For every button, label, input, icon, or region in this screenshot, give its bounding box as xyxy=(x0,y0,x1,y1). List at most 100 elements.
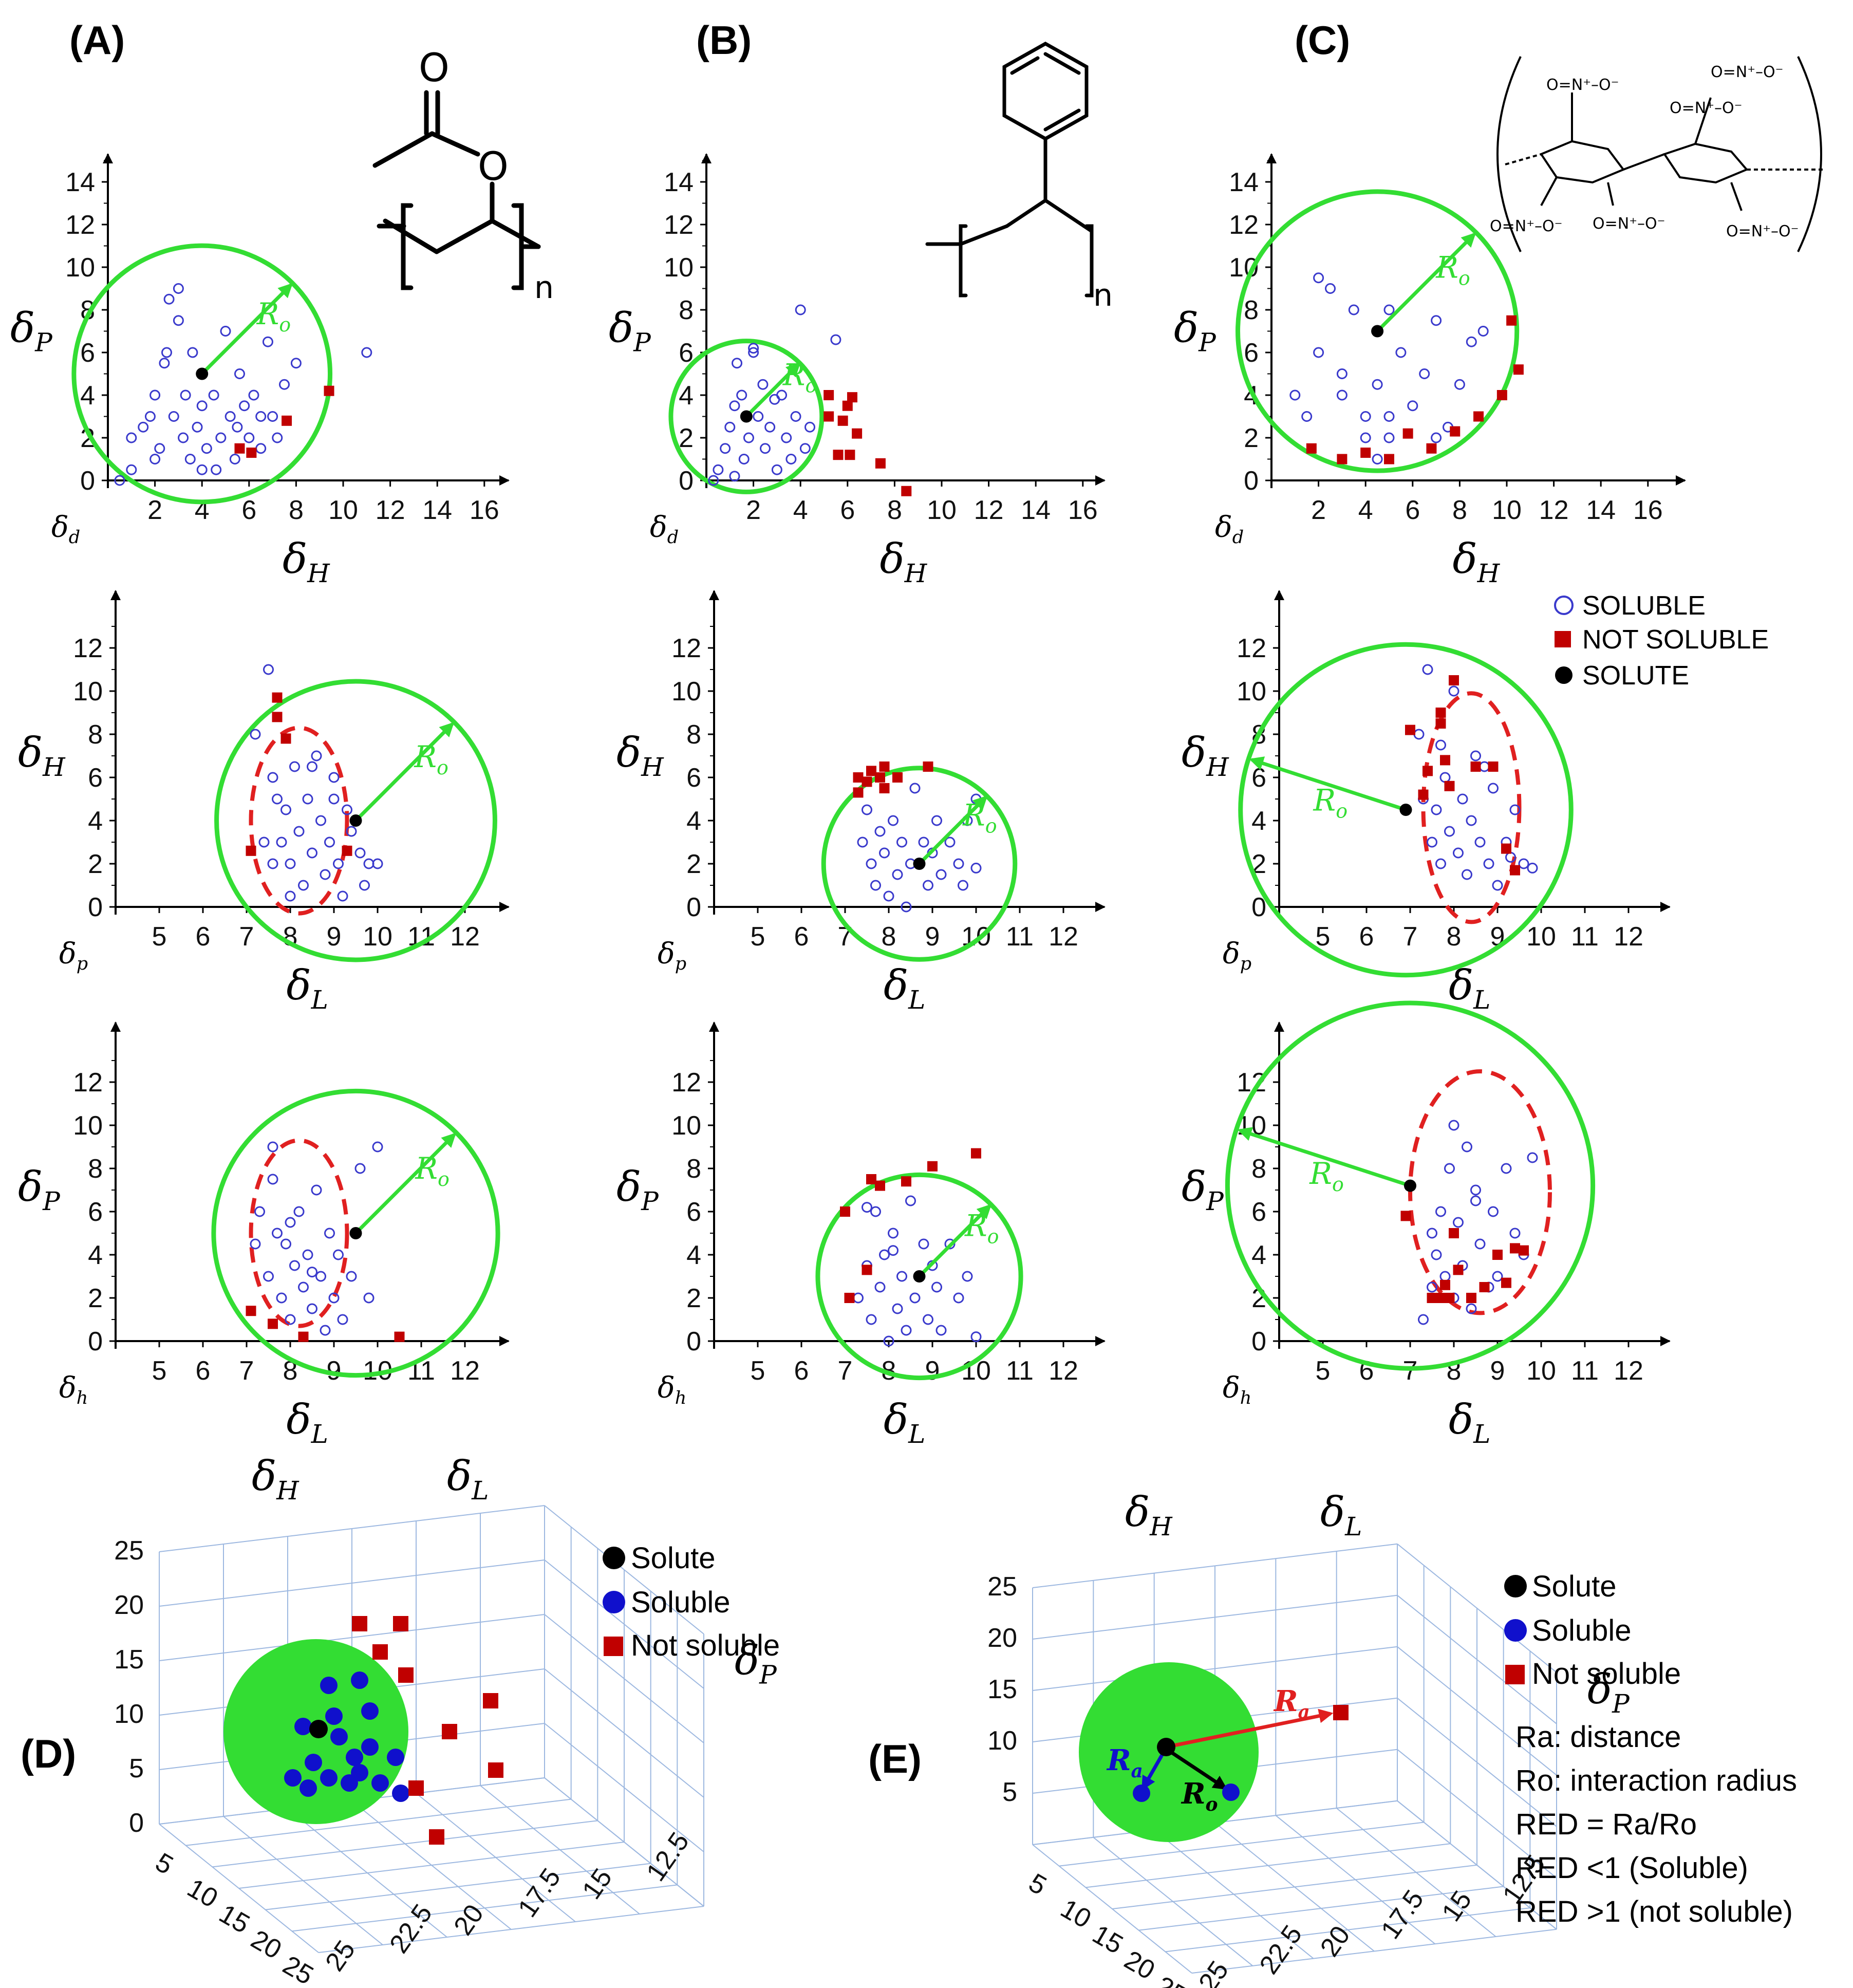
x-tick-label: 7 xyxy=(239,922,254,952)
soluble-point xyxy=(289,1260,300,1271)
ro-label-black: Ro xyxy=(1181,1777,1218,1815)
soluble-point xyxy=(234,368,245,379)
not-soluble-point xyxy=(1440,1279,1450,1290)
soluble-point xyxy=(307,847,317,859)
legend-3d-d: Solute Soluble Not soluble xyxy=(603,1541,780,1662)
soluble-point xyxy=(708,475,719,486)
soluble-point xyxy=(944,1238,956,1250)
soluble-point xyxy=(1383,304,1395,315)
soluble-point xyxy=(290,358,302,369)
not-soluble-point xyxy=(1510,1243,1520,1254)
soluble-point xyxy=(743,432,754,443)
ra-label-blue: Ra xyxy=(1106,1743,1143,1782)
soluble-point xyxy=(208,389,219,401)
soluble-point xyxy=(328,1292,340,1304)
y-tick-label: 14 xyxy=(1229,168,1259,197)
x-tick-label: 6 xyxy=(241,495,256,525)
y-tick-label: 6 xyxy=(1251,1197,1266,1227)
not-soluble-point xyxy=(280,733,291,744)
legend-e-solute-label: Solute xyxy=(1532,1570,1616,1603)
soluble-point-3d xyxy=(351,1764,368,1781)
panel-label-c: (C) xyxy=(1295,17,1350,63)
soluble-point xyxy=(196,400,208,412)
panel-label-d: (D) xyxy=(21,1731,76,1776)
x-tick-label: 6 xyxy=(1359,922,1374,952)
soluble-point xyxy=(1360,411,1371,422)
soluble-point xyxy=(909,783,921,794)
not-soluble-point xyxy=(875,772,885,783)
y-tick-label: 4 xyxy=(80,381,95,411)
soluble-point xyxy=(1470,1184,1481,1196)
soluble-point xyxy=(1427,1228,1437,1239)
ro-sphere xyxy=(71,243,333,505)
soluble-point xyxy=(1488,783,1499,794)
ro-sphere xyxy=(1238,642,1574,978)
not-soluble-point xyxy=(879,783,890,793)
soluble-point xyxy=(748,343,759,354)
soluble-point xyxy=(923,1314,933,1325)
x-tick-label: 14 xyxy=(1586,495,1616,525)
soluble-point xyxy=(1488,1206,1499,1217)
soluble-point xyxy=(1431,1249,1442,1260)
y-tick-label: 12 xyxy=(73,634,103,663)
soluble-point xyxy=(337,1314,348,1325)
soluble-point xyxy=(1518,858,1529,869)
x-tick-label: 7 xyxy=(1403,1356,1418,1386)
soluble-point xyxy=(361,347,372,358)
soluble-point xyxy=(311,1184,322,1196)
not-soluble-point xyxy=(1466,1293,1476,1303)
soluble-point xyxy=(1372,379,1383,390)
soluble-point-3d xyxy=(330,1728,348,1745)
not-soluble-point-3d xyxy=(372,1644,388,1660)
soluble-point xyxy=(853,1292,864,1304)
y-tick-label: 6 xyxy=(686,1197,701,1227)
soluble-point xyxy=(870,1206,881,1217)
y-tick-label: 10 xyxy=(73,677,103,707)
ro-arrow xyxy=(745,362,801,418)
soluble-point-3d xyxy=(387,1749,404,1766)
soluble-point xyxy=(1431,432,1442,443)
soluble-point xyxy=(799,443,811,454)
not-soluble-point xyxy=(862,776,872,787)
soluble-point xyxy=(923,880,933,891)
not-soluble-point xyxy=(246,845,256,856)
soluble-point xyxy=(307,1303,317,1314)
soluble-point xyxy=(1453,847,1464,859)
y-tick-label: 8 xyxy=(679,295,694,325)
soluble-point xyxy=(1448,1120,1459,1131)
soluble-point xyxy=(267,772,278,783)
legend-e-text-2: Ro: interaction radius xyxy=(1515,1764,1797,1797)
y-tick-label: 4 xyxy=(686,1240,701,1270)
z-axis-label: δP xyxy=(1587,1665,1630,1719)
soluble-point xyxy=(192,421,203,433)
soluble-point xyxy=(874,826,886,837)
x-tick-label: 11 xyxy=(1006,1356,1034,1386)
soluble-point xyxy=(211,464,222,475)
soluble-point xyxy=(250,729,261,740)
solute-point xyxy=(740,410,753,423)
y-tick-label: 6 xyxy=(1251,763,1266,793)
ro-label: Ro xyxy=(414,739,448,779)
soluble-point-3d xyxy=(1133,1785,1150,1802)
not-soluble-point xyxy=(1360,448,1371,458)
soluble-point xyxy=(866,1314,877,1325)
soluble-point xyxy=(215,432,227,443)
not-soluble-point xyxy=(272,712,283,722)
soluble-point-3d xyxy=(1222,1783,1240,1801)
soluble-point xyxy=(753,411,764,422)
not-soluble-point xyxy=(842,400,853,411)
soluble-point xyxy=(285,890,296,902)
not-soluble-point xyxy=(1444,781,1455,791)
soluble-point xyxy=(285,1314,296,1325)
soluble-point xyxy=(154,443,165,454)
y-tick-label: 6 xyxy=(80,338,95,368)
soluble-point xyxy=(201,443,212,454)
not-soluble-point xyxy=(1492,1250,1503,1260)
y-axis-label: δP xyxy=(10,304,53,357)
soluble-point xyxy=(311,750,322,761)
y-axis-label: δH xyxy=(18,729,66,782)
soluble-point xyxy=(729,400,740,412)
